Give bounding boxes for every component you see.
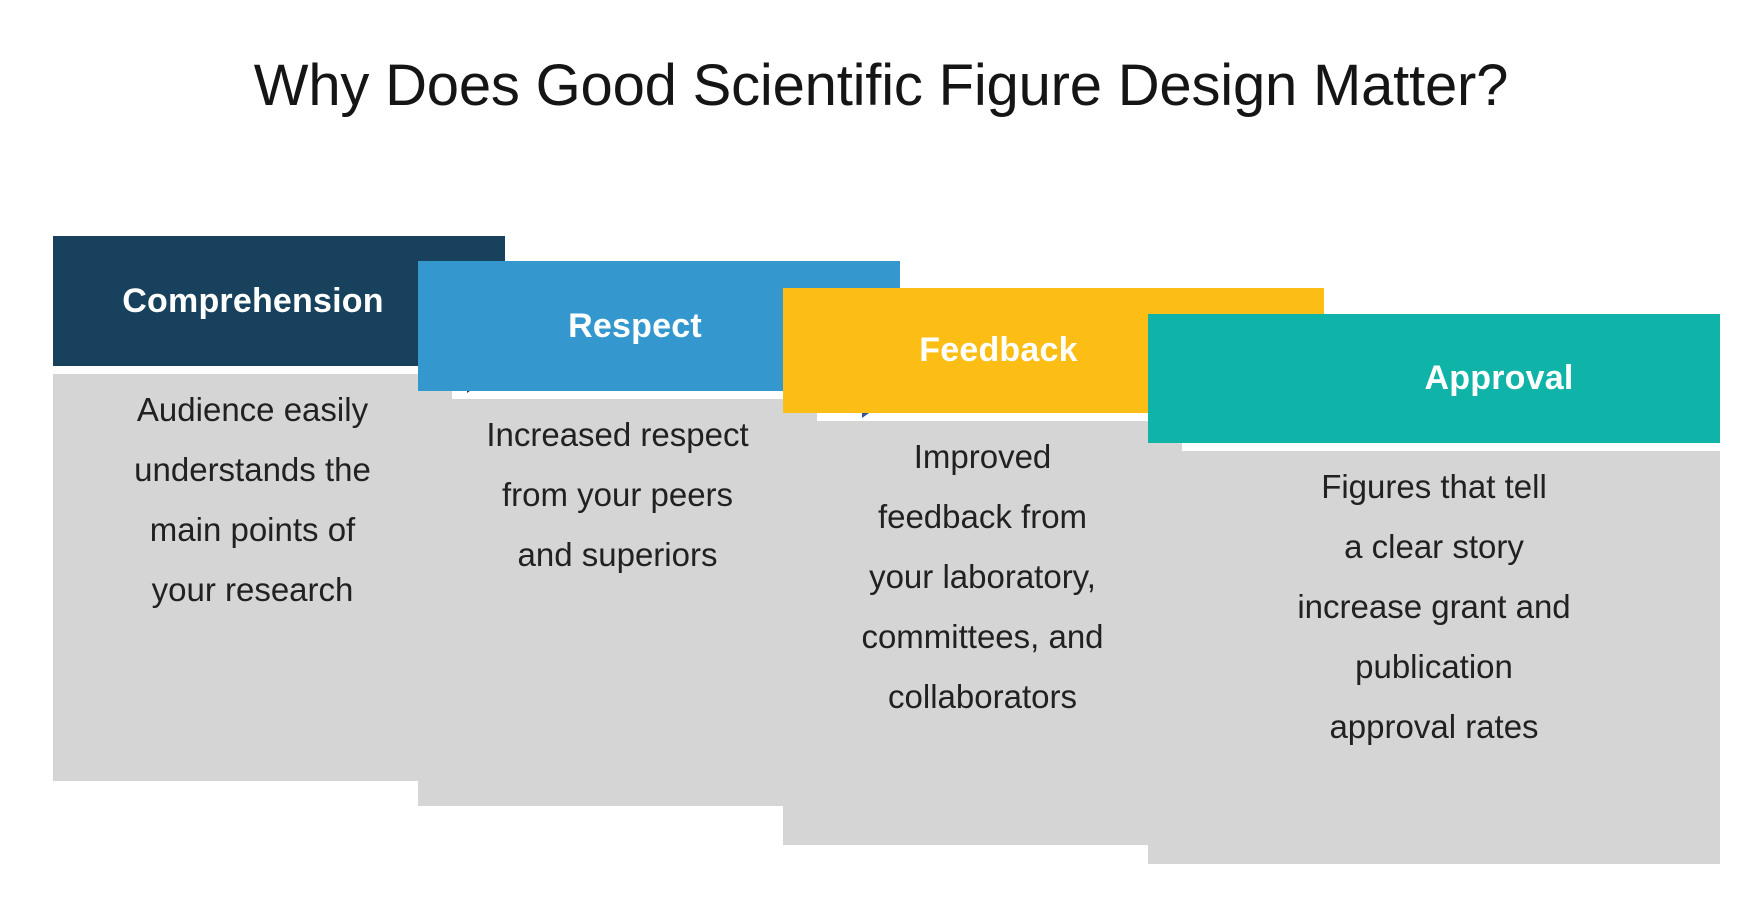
card-comprehension-header-label: Comprehension (122, 281, 384, 320)
card-comprehension-body-text: Audience easily understands the main poi… (134, 391, 371, 609)
card-approval-body-text: Figures that tell a clear story increase… (1297, 468, 1571, 746)
card-respect-body-text: Increased respect from your peers and su… (486, 416, 749, 574)
page-title: Why Does Good Scientific Figure Design M… (253, 53, 1509, 118)
card-feedback-body-text: Improved feedback from your laboratory, … (861, 438, 1104, 716)
card-approval-header-label: Approval (1424, 359, 1574, 397)
card-comprehension-body: Audience easily understands the main poi… (53, 374, 452, 781)
card-respect-body: Increased respect from your peers and su… (418, 399, 817, 806)
card-approval-header[interactable]: Approval (1148, 314, 1720, 443)
card-feedback-body: Improved feedback from your laboratory, … (783, 421, 1182, 845)
card-respect-header-label: Respect (568, 306, 702, 345)
card-feedback-header-label: Feedback (919, 331, 1078, 369)
card-approval-body: Figures that tell a clear story increase… (1148, 451, 1720, 864)
